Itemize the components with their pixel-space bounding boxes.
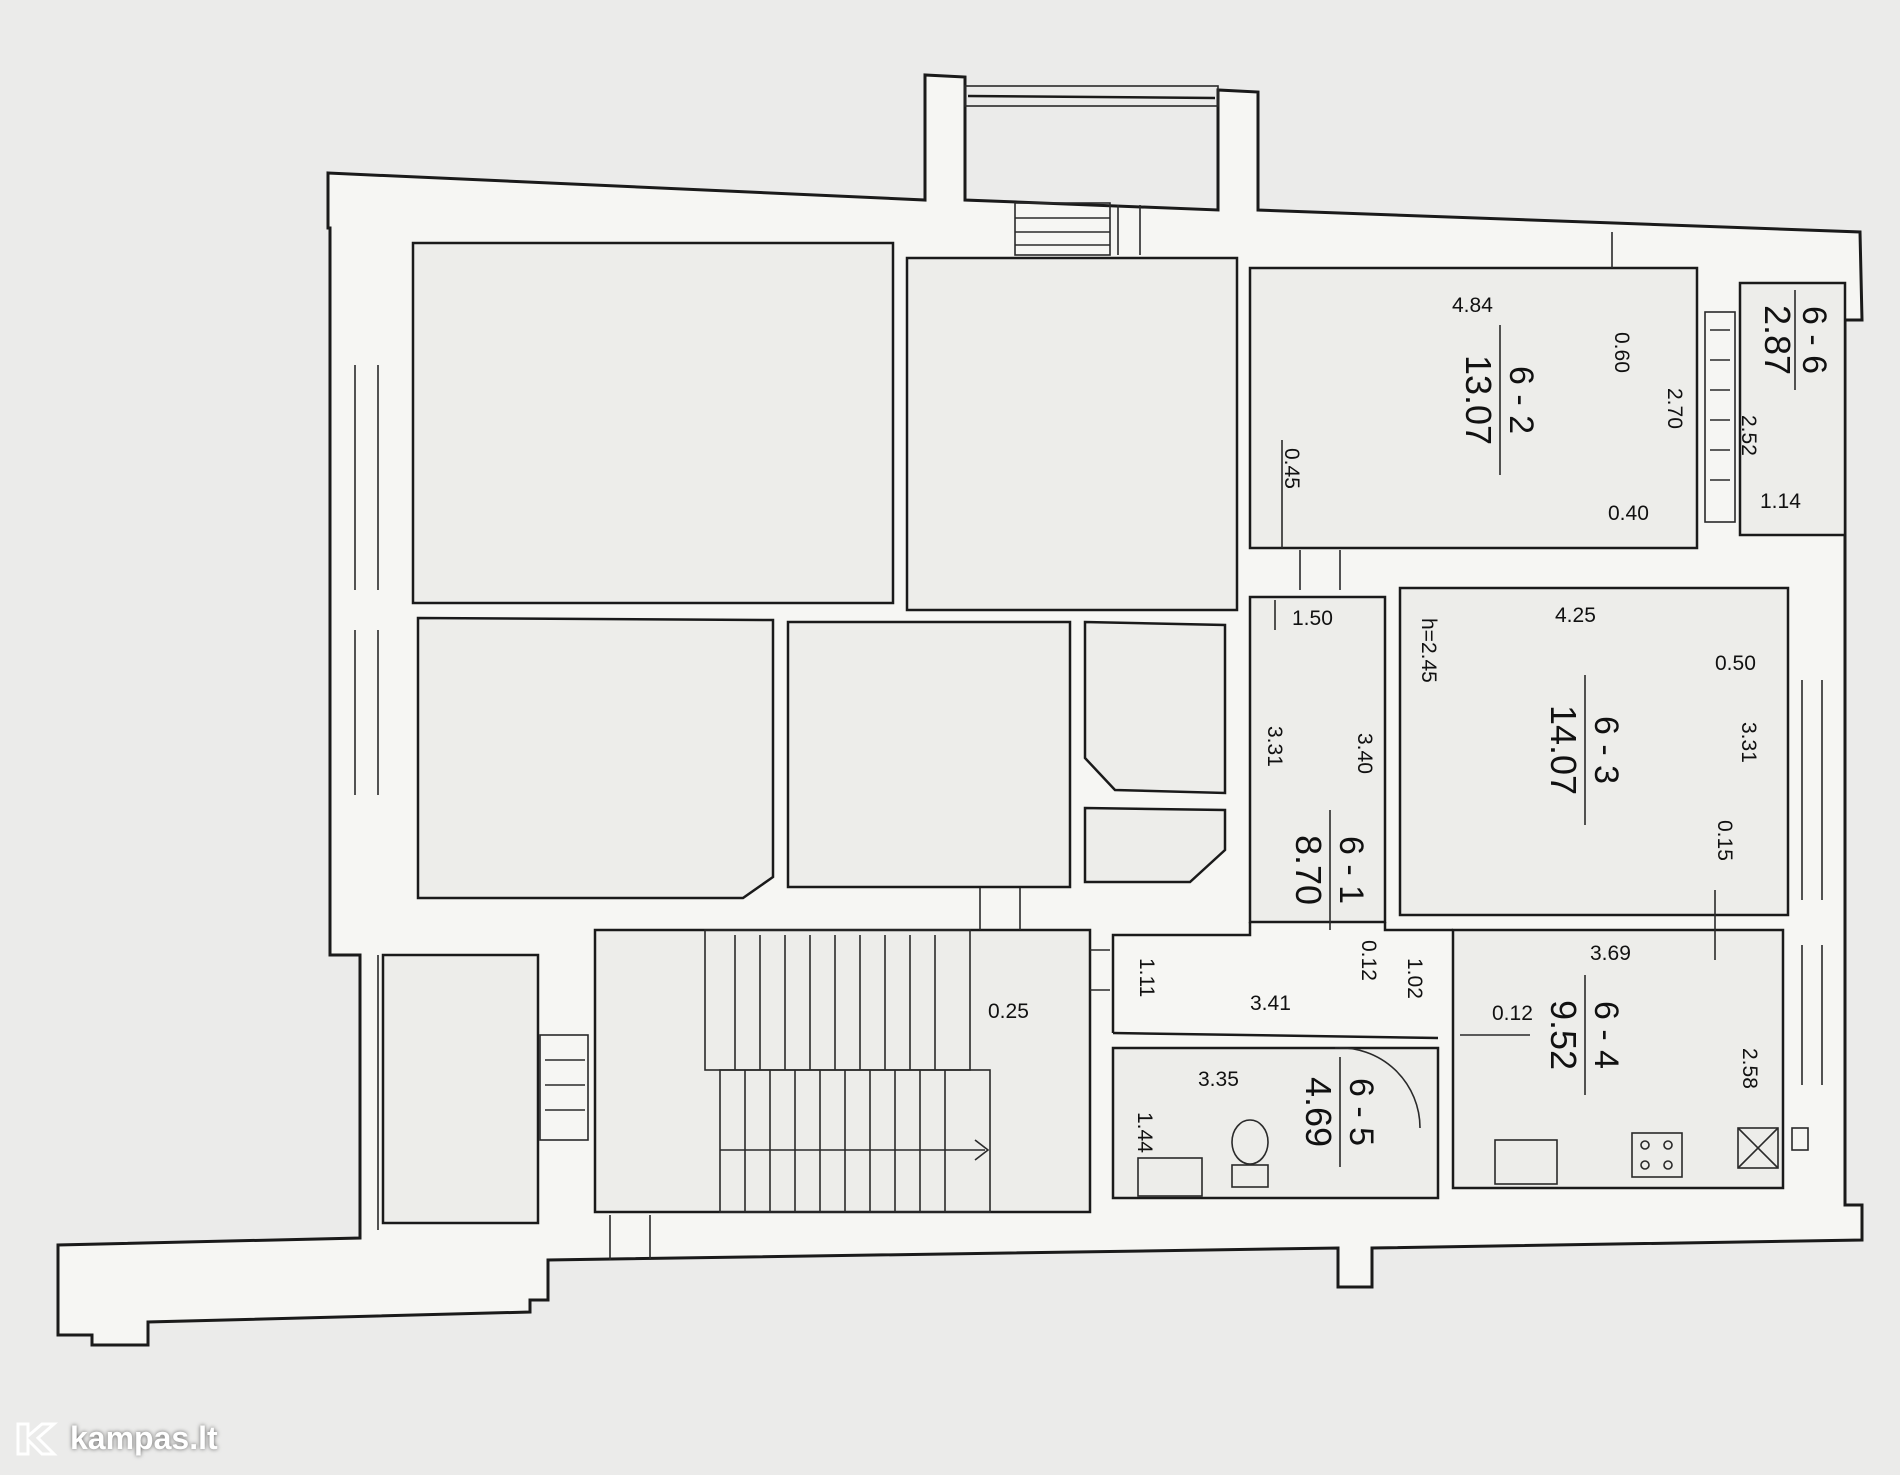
room-id: 6 - 6 [1795, 306, 1833, 374]
room-area: 8.70 [1288, 835, 1329, 905]
dim-0-15: 0.15 [1713, 820, 1736, 861]
dim-3-69: 3.69 [1590, 942, 1631, 965]
room-6-5-outline [1111, 1046, 1440, 1200]
room-id: 6 - 1 [1332, 836, 1370, 904]
stair-hall [593, 928, 1092, 1214]
dim-4-25: 4.25 [1555, 604, 1596, 627]
room-mid-left-1 [416, 616, 775, 900]
dim-0-40: 0.40 [1608, 502, 1649, 525]
dim-0-60: 0.60 [1610, 332, 1633, 373]
dimension-lines [1274, 232, 1716, 1036]
room-area: 2.87 [1757, 305, 1798, 375]
dim-0-12-right: 0.12 [1492, 1002, 1533, 1025]
room-area: 4.69 [1298, 1077, 1339, 1147]
windows-right [1801, 680, 1823, 1085]
room-6-1-outline [1248, 595, 1387, 924]
room-upper-left-2 [905, 256, 1239, 612]
dimension-labels: 4.84 0.60 2.70 2.52 0.45 0.40 1.14 1.50 … [988, 294, 1801, 1153]
dim-3-40: 3.40 [1353, 733, 1376, 774]
room-label-6-6: 6 - 6 2.87 [1757, 290, 1833, 390]
watermark-text: kampas.lt [70, 1419, 218, 1456]
room-label-6-2: 6 - 2 13.07 [1458, 325, 1540, 475]
kitchen-fixtures [1494, 1127, 1809, 1185]
room-area: 9.52 [1543, 1000, 1584, 1070]
room-id: 6 - 3 [1587, 716, 1625, 784]
dim-2-52: 2.52 [1737, 415, 1760, 456]
windows-left [354, 365, 379, 795]
room-6-4-outline [1451, 928, 1785, 1190]
dim-0-25: 0.25 [988, 1000, 1029, 1023]
kampas-logo-icon [16, 1422, 58, 1456]
room-id: 6 - 4 [1587, 1001, 1625, 1069]
room-6-6-outline [1738, 281, 1847, 537]
dim-0-12-center: 0.12 [1357, 940, 1380, 981]
room-id: 6 - 5 [1342, 1078, 1380, 1146]
room-6-2-outline [1248, 266, 1699, 550]
dim-1-50: 1.50 [1292, 607, 1333, 630]
balcony-rail [964, 85, 1219, 107]
bathroom-fixtures [1137, 1119, 1269, 1197]
corridor-walls [1111, 922, 1252, 1033]
staircase [704, 929, 991, 1213]
dim-1-44: 1.44 [1133, 1112, 1156, 1153]
room-label-6-5: 6 - 5 4.69 [1298, 1057, 1380, 1167]
room-mid-left-2 [786, 620, 1072, 889]
room-closet-2 [1083, 806, 1227, 884]
dim-0-50: 0.50 [1715, 652, 1756, 675]
dim-0-45: 0.45 [1280, 448, 1303, 489]
room-area: 14.07 [1543, 705, 1584, 795]
dim-1-02: 1.02 [1403, 958, 1426, 999]
room-label-6-1: 6 - 1 8.70 [1288, 810, 1370, 930]
dim-3-31-right: 3.31 [1737, 722, 1760, 763]
dim-1-11: 1.11 [1135, 958, 1158, 997]
dim-4-84: 4.84 [1452, 294, 1493, 317]
room-6-3-outline [1398, 586, 1790, 917]
dim-2-58: 2.58 [1738, 1048, 1761, 1089]
dim-2-70: 2.70 [1663, 388, 1686, 429]
door-marks [609, 550, 1421, 1260]
room-upper-left-1 [411, 241, 895, 605]
watermark: kampas.lt [14, 1418, 218, 1458]
dim-3-31-left: 3.31 [1263, 726, 1286, 767]
dim-3-41: 3.41 [1250, 992, 1291, 1015]
room-label-6-3: 6 - 3 14.07 [1543, 675, 1625, 825]
dim-1-14: 1.14 [1760, 490, 1801, 513]
dim-h: h=2.45 [1417, 618, 1440, 683]
room-id: 6 - 2 [1502, 366, 1540, 434]
room-area: 13.07 [1458, 355, 1499, 445]
room-closet-1 [1083, 620, 1227, 795]
top-grill [539, 202, 1736, 1141]
room-label-6-4: 6 - 4 9.52 [1543, 975, 1625, 1095]
left-lower-room [381, 953, 540, 1225]
dim-3-35: 3.35 [1198, 1068, 1239, 1091]
